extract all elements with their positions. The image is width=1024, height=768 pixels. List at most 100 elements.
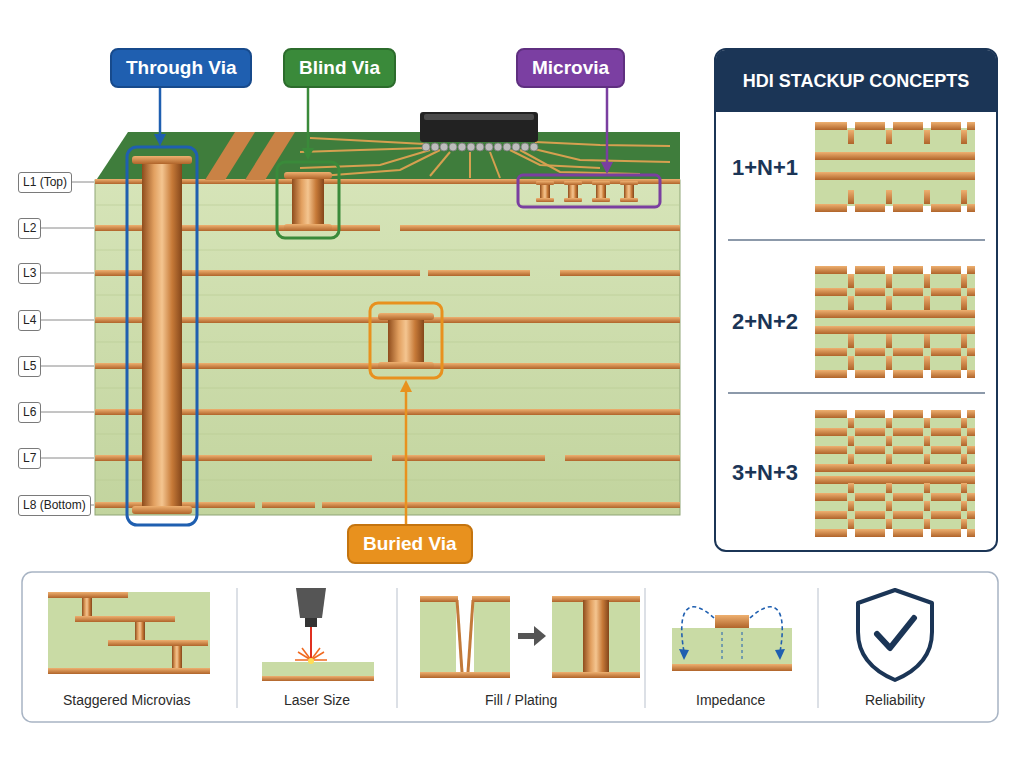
stackup-3n3-part-part bbox=[848, 418, 967, 428]
bga-chip-part-part bbox=[512, 143, 520, 151]
laser-icon-part bbox=[305, 618, 317, 627]
bga-chip-part bbox=[422, 143, 538, 151]
icon-caption: Staggered Microvias bbox=[63, 692, 191, 708]
impedance-icon-part bbox=[672, 628, 792, 664]
stackup-2n2-part-part bbox=[848, 334, 967, 348]
stackup-2n2 bbox=[815, 266, 975, 378]
impedance-icon-part bbox=[679, 649, 689, 660]
pcb-board-part-part bbox=[96, 388, 679, 389]
layer-leaders-part bbox=[40, 366, 94, 367]
through-via-part bbox=[127, 147, 197, 525]
copper-layers-part bbox=[262, 502, 315, 508]
laser-icon-part-part bbox=[302, 648, 311, 660]
microvias-part-part bbox=[564, 181, 582, 185]
stackup-3n3-part bbox=[815, 410, 975, 537]
through-via bbox=[127, 147, 197, 525]
callout-label: Through Via bbox=[126, 57, 236, 78]
blind-via-part bbox=[292, 176, 324, 228]
fill-plating-icon-part bbox=[468, 600, 473, 672]
fill-plating-icon-part bbox=[420, 672, 510, 678]
layer-leaders-part bbox=[40, 412, 94, 413]
staggered-icon-part bbox=[48, 592, 210, 674]
blind-via-part bbox=[284, 224, 332, 231]
copper-layers-part bbox=[95, 409, 680, 415]
bottom-strip-part-part bbox=[236, 588, 237, 708]
copper-layers-part bbox=[400, 225, 680, 231]
callout-leaders-part bbox=[601, 162, 613, 174]
layer-tag: L2 bbox=[18, 218, 41, 239]
layer-leaders-part bbox=[40, 228, 94, 229]
layer-name: L3 bbox=[23, 266, 36, 280]
stackup-2n2-part-part bbox=[848, 296, 967, 310]
stackup-2n2-part bbox=[815, 266, 975, 378]
microvias bbox=[518, 175, 660, 207]
callout-leaders bbox=[154, 70, 613, 540]
bottom-strip bbox=[22, 572, 998, 722]
pcb-board-part-part bbox=[96, 205, 679, 206]
surface-traces-part-part bbox=[300, 148, 425, 152]
staggered-icon-part-part bbox=[135, 622, 145, 640]
stackup-name: 1+N+1 bbox=[732, 155, 798, 181]
fill-plating-icon-part bbox=[474, 600, 510, 672]
copper-layers-part bbox=[392, 455, 545, 461]
fill-plating-icon-part bbox=[518, 633, 534, 639]
bga-chip-part-part bbox=[494, 143, 502, 151]
stackup-name: 2+N+2 bbox=[732, 309, 798, 335]
panel-dividers-part bbox=[728, 239, 985, 240]
pcb-board-part-part bbox=[96, 434, 679, 435]
staggered-icon-part bbox=[48, 592, 210, 674]
buried-via-part bbox=[378, 313, 434, 320]
stackup-3n3-part-part bbox=[815, 476, 975, 484]
staggered-icon-part-part bbox=[48, 592, 128, 598]
pcb-board-part bbox=[95, 180, 680, 515]
layer-tag: L5 bbox=[18, 356, 41, 377]
buried-via bbox=[370, 303, 442, 378]
stackup-3n3-part-part bbox=[815, 446, 975, 454]
stackup-3n3-part-part bbox=[848, 436, 967, 446]
impedance-icon-part-part bbox=[722, 632, 723, 660]
impedance-icon-part bbox=[682, 607, 714, 652]
microvias-part-part bbox=[540, 184, 550, 199]
stackup-1n1-part-part bbox=[815, 122, 975, 130]
layer-tag: L4 bbox=[18, 310, 41, 331]
stackup-3n3-part-part bbox=[815, 529, 975, 537]
stackup-3n3-part-part bbox=[848, 483, 967, 493]
bga-chip-part bbox=[420, 112, 538, 142]
shield-icon-part bbox=[858, 590, 932, 680]
buried-via-part bbox=[388, 316, 424, 366]
shield-icon-part bbox=[877, 618, 914, 648]
layer-name: L6 bbox=[23, 405, 36, 419]
surface-traces-part-part bbox=[469, 152, 471, 178]
bottom-strip-part-part bbox=[644, 588, 645, 708]
fill-plating-icon-part bbox=[552, 600, 640, 672]
stackup-2n2-part-part bbox=[848, 274, 967, 288]
staggered-icon-part-part bbox=[172, 646, 182, 668]
fill-plating-icon-part bbox=[420, 596, 458, 602]
staggered-icon-part-part bbox=[108, 640, 208, 646]
fill-plating-icon-part bbox=[457, 600, 462, 672]
stackup-1n1-part-part bbox=[848, 130, 967, 144]
panel-heading: HDI STACKUP CONCEPTS bbox=[716, 50, 996, 112]
laser-icon-part bbox=[262, 676, 374, 681]
stackup-3n3-part-part bbox=[815, 410, 975, 418]
panel-dividers bbox=[728, 240, 985, 393]
bottom-strip-part bbox=[237, 588, 818, 708]
layer-name: L1 (Top) bbox=[23, 175, 67, 189]
surface-traces-part-part bbox=[530, 148, 670, 162]
staggered-icon bbox=[48, 592, 210, 674]
layer-name: L5 bbox=[23, 359, 36, 373]
layer-tag: L6 bbox=[18, 402, 41, 423]
stackup-2n2-part-part bbox=[815, 310, 975, 318]
bga-chip bbox=[420, 112, 538, 151]
stackup-3n3-part-part bbox=[848, 501, 967, 511]
laser-icon-part bbox=[262, 662, 374, 676]
bga-chip-part-part bbox=[485, 143, 493, 151]
impedance-icon-part bbox=[722, 632, 742, 660]
bga-chip-part-part bbox=[449, 143, 457, 151]
microvias-part bbox=[536, 181, 638, 202]
stackup-3n3-part-part bbox=[848, 454, 967, 464]
stackup-3n3-part-part bbox=[815, 464, 975, 472]
callout-label: Buried Via bbox=[363, 533, 457, 554]
stackup-2n2-part-part bbox=[815, 266, 975, 274]
